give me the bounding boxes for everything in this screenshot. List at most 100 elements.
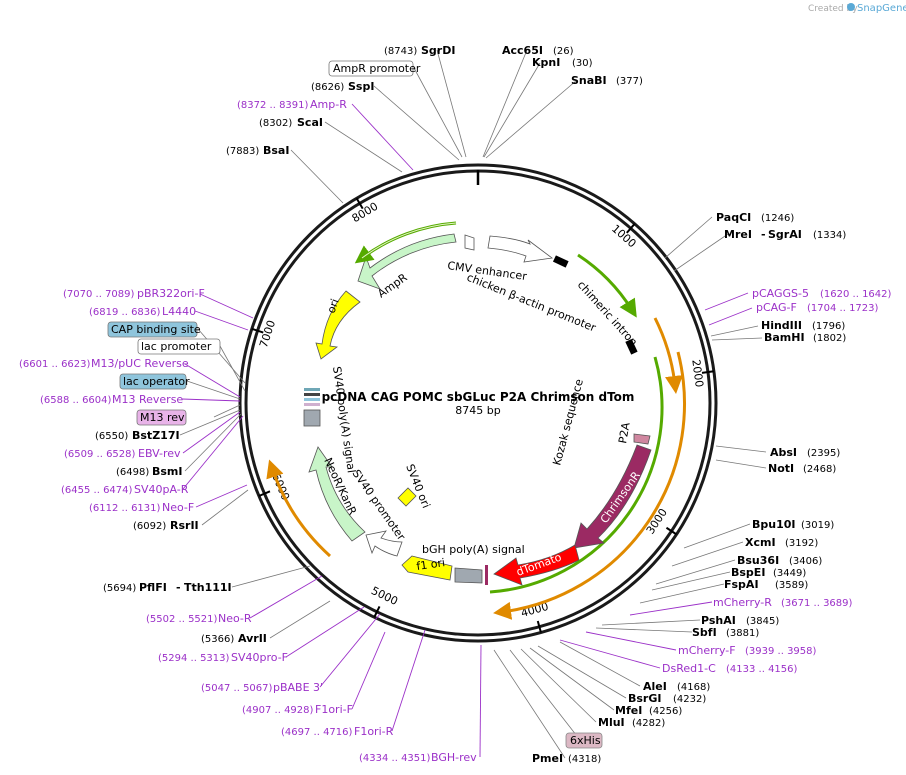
hindiii-pos: (1796) bbox=[812, 321, 845, 332]
sv40pa-name: SV40pA-R bbox=[134, 483, 189, 496]
bsrgi-pos: (4232) bbox=[673, 694, 706, 705]
bsu36i-name: Bsu36I bbox=[737, 554, 779, 567]
sgrdi-pos: (8743) bbox=[384, 46, 417, 57]
pflfi-name: PflFI bbox=[139, 581, 167, 594]
cmv-enhancer-feature[interactable] bbox=[487, 235, 554, 263]
mfei-name: MfeI bbox=[615, 704, 642, 717]
tick-label: 1000 bbox=[609, 222, 639, 250]
pmei-name: PmeI bbox=[532, 752, 563, 765]
tth111i-name: Tth111I bbox=[184, 581, 232, 594]
bsu36i-pos: (3406) bbox=[789, 556, 822, 567]
sv40pa-pos: (6455 .. 6474) bbox=[61, 485, 133, 496]
pshai-name: PshAI bbox=[701, 614, 736, 627]
mrei-name: MreI bbox=[724, 228, 752, 241]
pmei-pos: (4318) bbox=[568, 754, 601, 765]
bpu10i-pos: (3019) bbox=[801, 520, 834, 531]
m13puc-name: M13/pUC Reverse bbox=[91, 357, 189, 370]
m13rev-label: M13 rev bbox=[140, 411, 185, 424]
sv40pro-pos: (5294 .. 5313) bbox=[158, 653, 230, 664]
hindiii-name: HindIII bbox=[761, 319, 802, 332]
plasmid-length: 8745 bp bbox=[455, 404, 500, 417]
sbfi-name: SbfI bbox=[692, 626, 717, 639]
bsrgi-name: BsrGI bbox=[628, 692, 661, 705]
mcherryf-name: mCherry-F bbox=[678, 644, 736, 657]
lac-promoter-label: lac promoter bbox=[141, 340, 212, 353]
mcherryr-pos: (3671 .. 3689) bbox=[781, 598, 853, 609]
tick-label: 5000 bbox=[369, 584, 400, 608]
acc65i-name: Acc65I bbox=[502, 44, 543, 57]
neof-name: Neo-F bbox=[162, 501, 194, 514]
bamhi-pos: (1802) bbox=[813, 333, 846, 344]
sspi-name: SspI bbox=[348, 80, 374, 93]
l4440-pos: (6819 .. 6836) bbox=[89, 307, 161, 318]
bstz17i-pos: (6550) bbox=[95, 431, 128, 442]
leader-lines bbox=[179, 49, 767, 759]
mlui-pos: (4282) bbox=[632, 718, 665, 729]
mcherryr-name: mCherry-R bbox=[713, 596, 772, 609]
orange-arc-1 bbox=[653, 317, 683, 394]
ebv-pos: (6509 .. 6528) bbox=[64, 449, 136, 460]
ampr-feature[interactable] bbox=[357, 233, 457, 290]
avrii-pos: (5366) bbox=[201, 634, 234, 645]
noti-name: NotI bbox=[768, 462, 794, 475]
bstz17i-name: BstZ17I bbox=[132, 429, 180, 442]
f1orif-pos: (4907 .. 4928) bbox=[242, 705, 314, 716]
avrii-name: AvrII bbox=[238, 632, 267, 645]
fspai-pos: (3589) bbox=[775, 580, 808, 591]
f1-ori-feature[interactable] bbox=[401, 555, 453, 581]
ampr-promoter-feature bbox=[464, 234, 475, 251]
neor-feature[interactable] bbox=[308, 446, 366, 542]
f1orir-pos: (4697 .. 4716) bbox=[281, 727, 353, 738]
features-layer bbox=[266, 221, 686, 620]
rsrii-name: RsrII bbox=[170, 519, 199, 532]
noti-pos: (2468) bbox=[803, 464, 836, 475]
pbr322-pos: (7070 .. 7089) bbox=[63, 289, 135, 300]
mfei-pos: (4256) bbox=[649, 706, 682, 717]
m13rev-box bbox=[136, 409, 187, 426]
lac-promoter-box bbox=[137, 338, 221, 355]
mlui-name: MluI bbox=[598, 716, 625, 729]
p2a-feature bbox=[633, 433, 651, 445]
p2a-label: P2A bbox=[616, 421, 633, 445]
sv40-polya-feature bbox=[303, 409, 321, 427]
sgrai-name: SgrAI bbox=[768, 228, 802, 241]
his-box bbox=[565, 732, 603, 749]
sv40pro-name: SV40pro-F bbox=[231, 651, 288, 664]
ampr-primer-name: Amp-R bbox=[310, 98, 347, 111]
kpni-pos: (30) bbox=[572, 58, 593, 69]
bsai-name: BsaI bbox=[263, 144, 289, 157]
mrei-pos: (1334) bbox=[813, 230, 846, 241]
bghrev-pos: (4334 .. 4351) bbox=[359, 753, 431, 764]
xcmi-pos: (3192) bbox=[785, 538, 818, 549]
alei-pos: (4168) bbox=[677, 682, 710, 693]
m13r-pos: (6588 .. 6604) bbox=[40, 395, 112, 406]
tick-label: 2000 bbox=[689, 359, 706, 388]
cap-label: CAP binding site bbox=[111, 323, 201, 336]
tick-mark bbox=[251, 327, 264, 334]
tick-mark bbox=[626, 223, 636, 234]
chrimsonr-feature[interactable] bbox=[573, 444, 652, 549]
acc65i-pos: (26) bbox=[553, 46, 574, 57]
backbone bbox=[238, 163, 718, 643]
mrei-sep: - bbox=[761, 228, 766, 241]
tick-mark bbox=[373, 605, 381, 618]
pcagf-name: pCAG-F bbox=[756, 301, 797, 314]
paqci-pos: (1246) bbox=[761, 213, 794, 224]
dtomato-feature[interactable] bbox=[493, 544, 580, 586]
bghrev-name: BGH-rev bbox=[431, 751, 477, 764]
his-label: 6xHis bbox=[570, 734, 601, 747]
ampr-label: AmpR bbox=[375, 271, 410, 301]
tick-label: 8000 bbox=[350, 200, 381, 225]
ori-label: ori bbox=[325, 297, 342, 315]
sgrdi-name: SgrDI bbox=[421, 44, 455, 57]
lac-operator-label: lac operator bbox=[123, 375, 190, 388]
bsmi-pos: (6498) bbox=[116, 467, 149, 478]
rsrii-pos: (6092) bbox=[133, 521, 166, 532]
ampr-primer-pos: (8372 .. 8391) bbox=[237, 100, 309, 111]
l4440-name: L4440 bbox=[162, 305, 196, 318]
ori-feature[interactable] bbox=[315, 290, 361, 360]
sv40-promoter-feature[interactable] bbox=[365, 530, 403, 557]
neor-primer-pos: (5502 .. 5521) bbox=[146, 614, 218, 625]
pcaggs5-pos: (1620 .. 1642) bbox=[820, 289, 892, 300]
